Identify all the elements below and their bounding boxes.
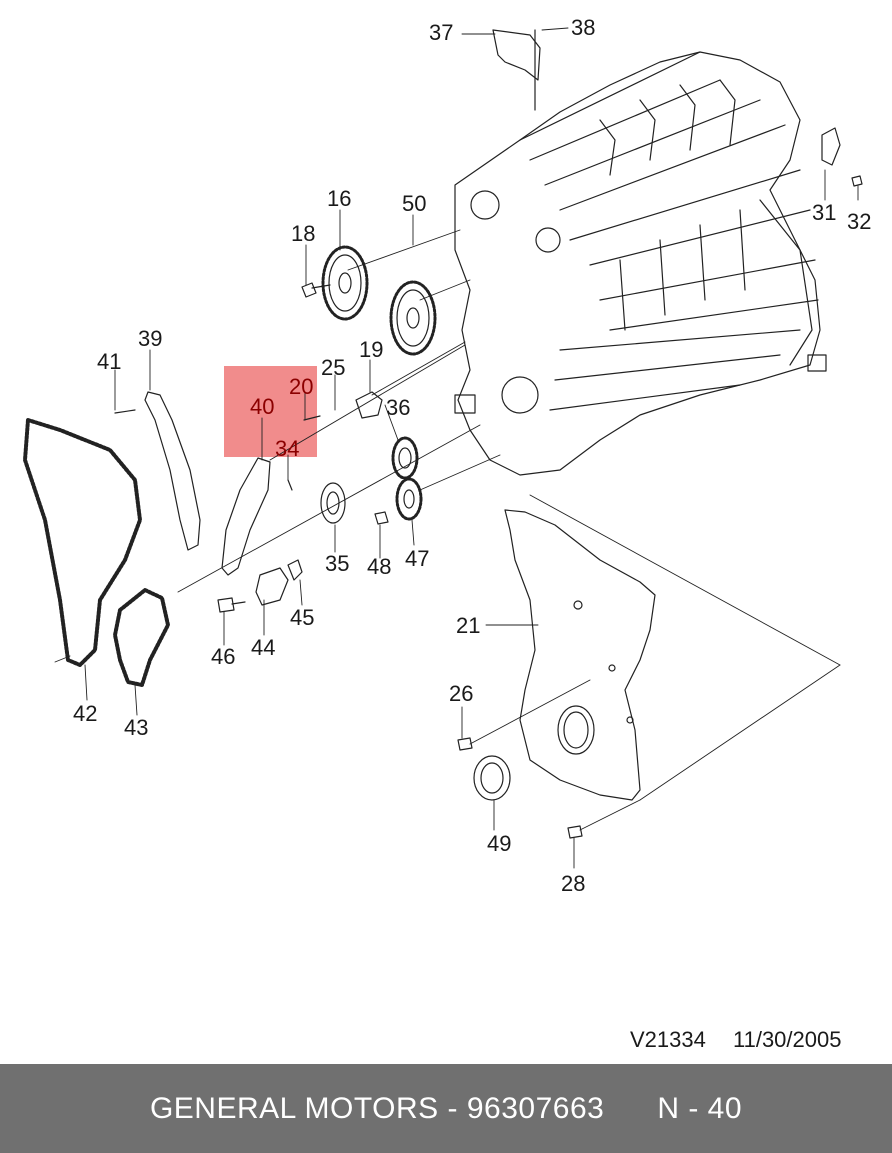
callout-45: 45: [290, 605, 315, 630]
bolt-26: [457, 737, 473, 751]
bolt-48: [374, 511, 389, 525]
footer-separator: -: [438, 1091, 467, 1125]
tensioner-arm-40: [221, 457, 271, 576]
bolt-46: [217, 597, 246, 613]
diagram-reference-code: V21334: [630, 1027, 706, 1052]
gear-35: [320, 482, 346, 524]
callout-50: 50: [402, 191, 427, 216]
exploded-parts-diagram: [23, 27, 863, 869]
sensor-31: [821, 127, 841, 166]
callout-44: 44: [251, 635, 276, 660]
bolt-28: [567, 825, 583, 839]
gear-36: [391, 436, 419, 480]
footer-text: GENERAL MOTORS - 96307663 N - 40: [0, 1064, 892, 1153]
leader-lines: [54, 27, 859, 869]
footer-part-number: 96307663: [466, 1091, 605, 1125]
tensioner-44: [255, 567, 289, 606]
callout-48: 48: [367, 554, 392, 579]
sprocket-19: [389, 280, 437, 356]
callout-39: 39: [138, 326, 163, 351]
callout-28: 28: [561, 871, 586, 896]
callout-36: 36: [386, 395, 411, 420]
callout-49: 49: [487, 831, 512, 856]
spring-45: [287, 559, 303, 581]
footer-bar: GENERAL MOTORS - 96307663 N - 40: [0, 1064, 892, 1153]
callout-25: 25: [321, 355, 346, 380]
callout-19: 19: [359, 337, 384, 362]
callout-42: 42: [73, 701, 98, 726]
engine-block: [454, 51, 827, 476]
front-cover-21: [504, 509, 656, 801]
callout-34: 34: [275, 436, 300, 461]
sprocket-16: [321, 245, 369, 321]
footer-spacer: [604, 1092, 657, 1126]
chain-guide-39: [144, 391, 201, 551]
bolt-32: [851, 175, 863, 187]
timing-chain-43: [113, 588, 170, 687]
callout-18: 18: [291, 221, 316, 246]
callout-31: 31: [812, 200, 837, 225]
footer-brand: GENERAL MOTORS: [149, 1091, 439, 1125]
bracket-37: [492, 29, 541, 81]
callout-46: 46: [211, 644, 236, 669]
callout-20: 20: [289, 374, 314, 399]
timing-chain-42: [23, 418, 142, 667]
callout-26: 26: [449, 681, 474, 706]
footer-page: N - 40: [657, 1091, 743, 1125]
oil-seal-49: [473, 755, 511, 801]
callout-21: 21: [456, 613, 481, 638]
callout-40: 40: [250, 394, 275, 419]
callout-16: 16: [327, 186, 352, 211]
callout-38: 38: [571, 15, 596, 40]
bolt-18: [301, 282, 331, 298]
diagram-date: 11/30/2005: [733, 1027, 842, 1052]
callout-37: 37: [429, 20, 454, 45]
callout-41: 41: [97, 349, 122, 374]
gear-47: [395, 477, 423, 521]
callout-32: 32: [847, 209, 872, 234]
callout-47: 47: [405, 546, 430, 571]
callout-35: 35: [325, 551, 350, 576]
callout-43: 43: [124, 715, 149, 740]
tensioner-25: [355, 391, 383, 419]
